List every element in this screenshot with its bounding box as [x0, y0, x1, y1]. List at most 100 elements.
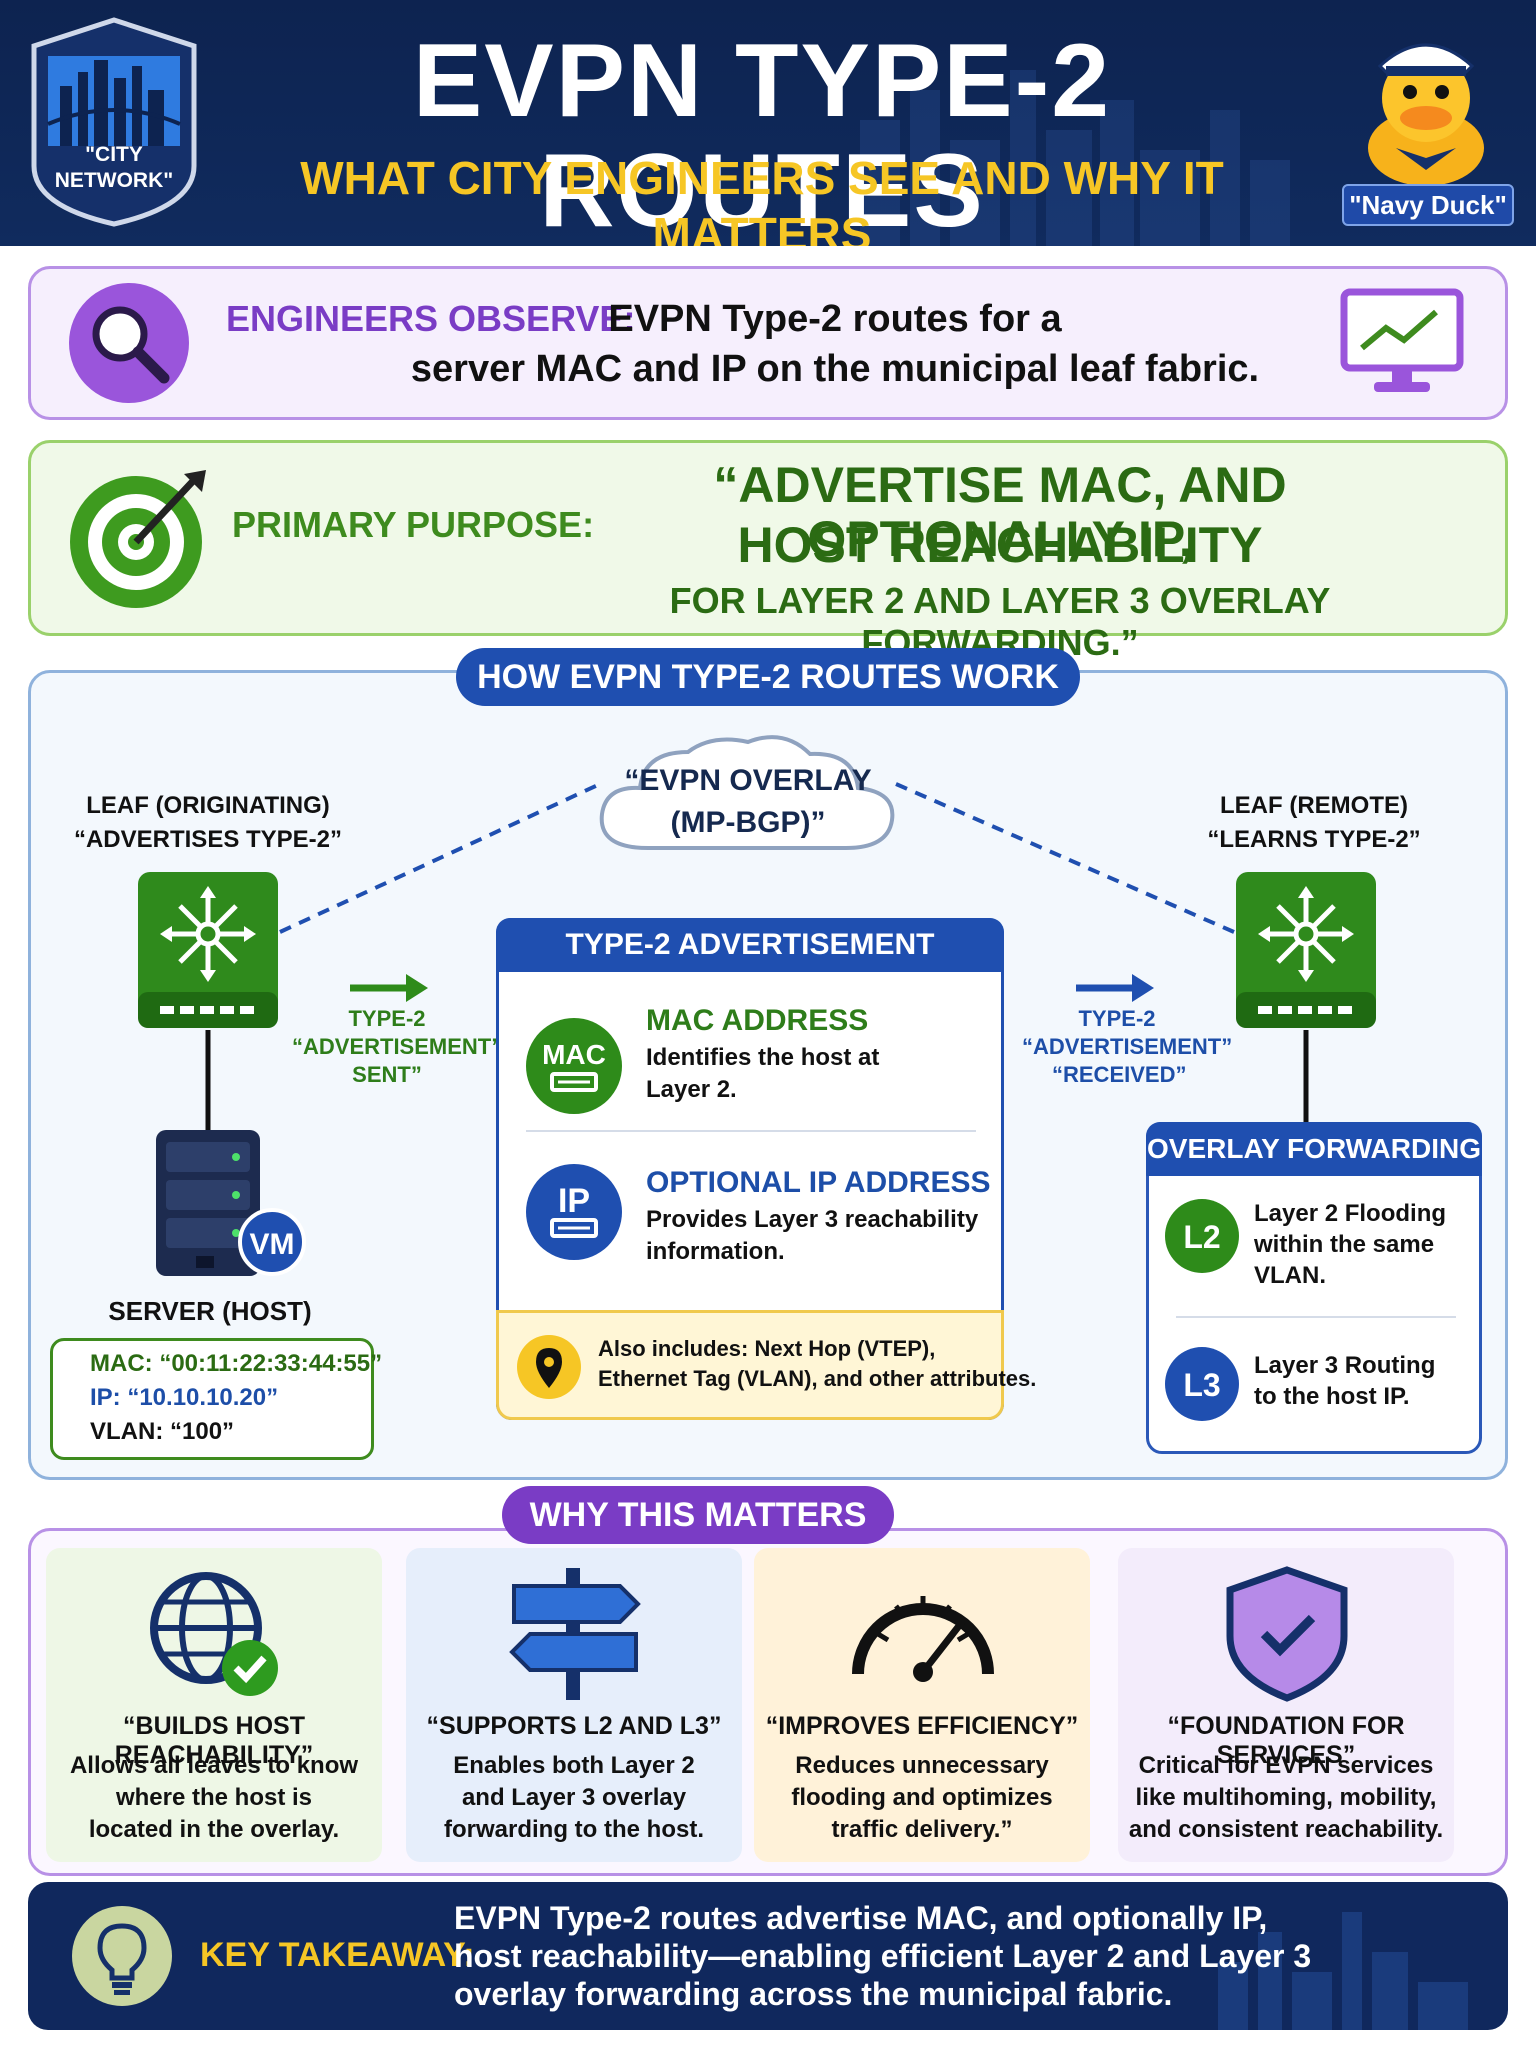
- leaf-switch-icon: [138, 872, 278, 1028]
- l3-desc-1: Layer 3 Routing: [1254, 1352, 1436, 1379]
- monitor-chart-icon: [1340, 288, 1464, 392]
- also-includes-box: [496, 1310, 1004, 1420]
- l2-desc-1: Layer 2 Flooding: [1254, 1200, 1447, 1227]
- received-label-3: “RECEIVED”: [1052, 1062, 1187, 1087]
- how-section-title: HOW EVPN TYPE-2 ROUTES WORK: [456, 648, 1080, 706]
- leaf-remote-role: “LEARNS TYPE-2”: [1207, 826, 1421, 853]
- skyline-graphic: [1218, 1912, 1468, 2030]
- mac-icon-text: MAC: [542, 1039, 606, 1070]
- mac-address-desc-2: Layer 2.: [646, 1076, 737, 1103]
- benefit-desc: where the host is: [115, 1784, 313, 1811]
- overlay-forwarding-title: OVERLAY FORWARDING: [1146, 1122, 1482, 1176]
- benefit-desc: Critical for EVPN services: [1138, 1752, 1434, 1779]
- benefit-title: “FOUNDATION FOR SERVICES”: [1167, 1712, 1405, 1769]
- skyline-graphic: [860, 70, 1290, 246]
- advertisement-carries-title: TYPE-2 ADVERTISEMENT CARRIES: [496, 918, 1004, 1015]
- benefit-desc: traffic delivery.”: [831, 1816, 1013, 1843]
- key-takeaway-line-2: host reachability—enabling efficient Lay…: [454, 1938, 1312, 1974]
- purpose-line-1: “ADVERTISE MAC, AND OPTIONALLY IP,: [713, 457, 1287, 567]
- key-takeaway-line-1: EVPN Type-2 routes advertise MAC, and op…: [454, 1900, 1268, 1936]
- benefit-desc: and consistent reachability.: [1128, 1816, 1444, 1843]
- benefit-desc: Enables both Layer 2: [453, 1752, 695, 1779]
- layer-2-icon: L2: [1165, 1199, 1239, 1273]
- key-takeaway-line-3: overlay forwarding across the municipal …: [454, 1976, 1173, 2012]
- benefit-title: “BUILDS HOST REACHABILITY”: [114, 1712, 314, 1769]
- observe-label: ENGINEERS OBSERVE:: [226, 298, 636, 339]
- benefit-desc: flooding and optimizes: [791, 1784, 1053, 1811]
- server-mac: MAC: “00:11:22:33:44:55”: [90, 1350, 383, 1377]
- server-details-box: [50, 1338, 374, 1460]
- divider: [1176, 1316, 1456, 1318]
- l2-desc-3: VLAN.: [1254, 1262, 1326, 1289]
- observe-panel: [28, 266, 1508, 420]
- received-label-1: TYPE-2: [1078, 1006, 1156, 1031]
- signpost-icon: [509, 1568, 641, 1700]
- leaf-originating-title: LEAF (ORIGINATING): [86, 792, 330, 819]
- location-pin-icon: [517, 1335, 581, 1399]
- benefit-title: “SUPPORTS L2 AND L3”: [426, 1712, 722, 1740]
- benefit-title: “IMPROVES EFFICIENCY”: [765, 1712, 1079, 1740]
- leaf-remote-title: LEAF (REMOTE): [1220, 792, 1408, 819]
- l3-desc-2: to the host IP.: [1254, 1383, 1410, 1410]
- l3-icon-text: L3: [1183, 1367, 1220, 1403]
- server-label: SERVER (HOST): [108, 1296, 312, 1326]
- l2-icon-text: L2: [1183, 1219, 1220, 1255]
- also-includes-line-2: Ethernet Tag (VLAN), and other attribute…: [598, 1366, 1037, 1391]
- observe-text: EVPN Type-2 routes for a server MAC and …: [360, 294, 1310, 394]
- purpose-label: PRIMARY PURPOSE:: [232, 504, 595, 545]
- observe-line-1: EVPN Type-2 routes for a: [608, 298, 1062, 340]
- observe-line-2: server MAC and IP on the municipal leaf …: [410, 348, 1260, 390]
- shield-check-icon: [1226, 1566, 1348, 1702]
- key-takeaway-label: KEY TAKEAWAY:: [200, 1936, 475, 1974]
- ip-address-desc-2: information.: [646, 1238, 785, 1265]
- sent-label-2: “ADVERTISEMENT”: [292, 1034, 503, 1059]
- badge-line-2: NETWORK": [54, 169, 174, 192]
- l2-desc-2: within the same: [1254, 1231, 1435, 1258]
- badge-label: "CITY NETWORK": [28, 142, 200, 194]
- server-ip: IP: “10.10.10.20”: [90, 1384, 279, 1411]
- lightbulb-icon: [72, 1906, 172, 2006]
- overlay-label-1: “EVPN OVERLAY: [624, 764, 872, 797]
- benefit-desc: forwarding to the host.: [444, 1816, 704, 1843]
- overlay-label-2: (MP-BGP)”: [670, 806, 826, 839]
- ip-address-icon: IP: [526, 1164, 622, 1260]
- ip-address-desc-1: Provides Layer 3 reachability: [646, 1206, 979, 1233]
- benefit-desc: like multihoming, mobility,: [1135, 1784, 1437, 1811]
- duck-mascot-icon: [1368, 43, 1484, 186]
- vm-badge: VM: [250, 1228, 295, 1261]
- mac-address-icon: MAC: [526, 1018, 622, 1114]
- page-subtitle: WHAT CITY ENGINEERS SEE AND WHY IT MATTE…: [300, 152, 1224, 246]
- benefit-desc: Reduces unnecessary: [795, 1752, 1049, 1779]
- divider: [526, 1130, 976, 1132]
- magnifier-icon: [69, 283, 189, 403]
- mac-address-desc-1: Identifies the host at: [646, 1044, 880, 1071]
- ip-address-title: OPTIONAL IP ADDRESS: [646, 1166, 991, 1199]
- why-section-title: WHY THIS MATTERS: [502, 1486, 894, 1544]
- purpose-line-2: HOST REACHABILITY: [737, 517, 1263, 573]
- leaf-originating-role: “ADVERTISES TYPE-2”: [73, 826, 343, 853]
- benefit-desc: and Layer 3 overlay: [461, 1784, 687, 1811]
- server-icon: VM: [156, 1130, 306, 1276]
- badge-line-1: "CITY: [85, 143, 143, 166]
- sent-label-3: SENT”: [352, 1062, 422, 1087]
- mac-address-title: MAC ADDRESS: [646, 1004, 869, 1037]
- page-title: EVPN TYPE-2 ROUTES: [412, 23, 1112, 246]
- header-banner: "CITY NETWORK" EVPN TYPE-2 ROUTES WHAT C…: [0, 0, 1536, 246]
- server-vlan: VLAN: “100”: [90, 1418, 235, 1445]
- layer-3-icon: L3: [1165, 1347, 1239, 1421]
- sent-label-1: TYPE-2: [348, 1006, 426, 1031]
- leaf-switch-icon: [1236, 872, 1376, 1028]
- gauge-icon: [852, 1596, 994, 1682]
- ip-icon-text: IP: [558, 1182, 590, 1220]
- purpose-panel: [28, 440, 1508, 636]
- received-label-2: “ADVERTISEMENT”: [1022, 1034, 1233, 1059]
- mascot-label: "Navy Duck": [1342, 184, 1514, 226]
- key-takeaway-panel: [28, 1882, 1508, 2030]
- target-icon: [70, 470, 206, 608]
- globe-check-icon: [150, 1572, 278, 1696]
- city-network-badge: [31, 17, 197, 227]
- also-includes-line-1: Also includes: Next Hop (VTEP),: [598, 1336, 936, 1361]
- benefit-desc: Allows all leaves to know: [69, 1752, 359, 1779]
- cloud-icon: [599, 735, 895, 850]
